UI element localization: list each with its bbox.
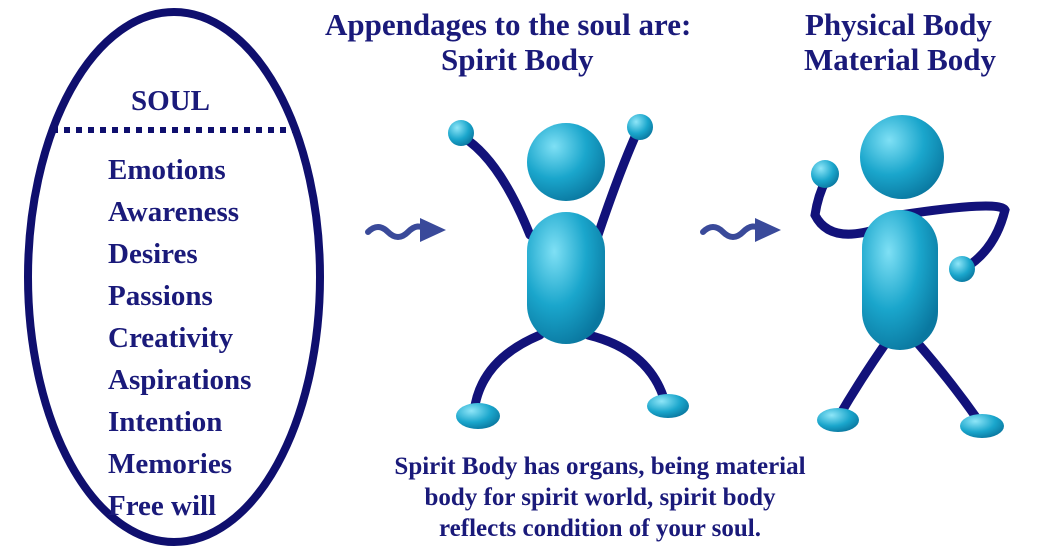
soul-item: Intention [108,406,222,438]
soul-item: Aspirations [108,364,251,396]
soul-item: Desires [108,238,198,270]
heading-physical-body: Physical Body [805,7,992,43]
stick-figure-arms-raised [448,114,689,429]
heading-appendages: Appendages to the soul are: [325,7,691,43]
heading-spirit-body: Spirit Body [441,42,593,78]
soul-item: Emotions [108,154,226,186]
caption-line-3: reflects condition of your soul. [330,513,870,544]
soul-item: Creativity [108,322,233,354]
soul-item: Free will [108,490,216,522]
stick-figure-posing [811,115,1005,438]
squiggle-arrow-icon [368,218,446,242]
caption-line-2: body for spirit world, spirit body [330,482,870,513]
soul-title: SOUL [131,85,210,118]
heading-material-body: Material Body [804,42,996,78]
squiggle-arrow-icon [703,218,781,242]
soul-item: Awareness [108,196,239,228]
caption: Spirit Body has organs, being material b… [330,451,870,544]
caption-line-1: Spirit Body has organs, being material [330,451,870,482]
soul-item: Memories [108,448,232,480]
soul-item: Passions [108,280,213,312]
